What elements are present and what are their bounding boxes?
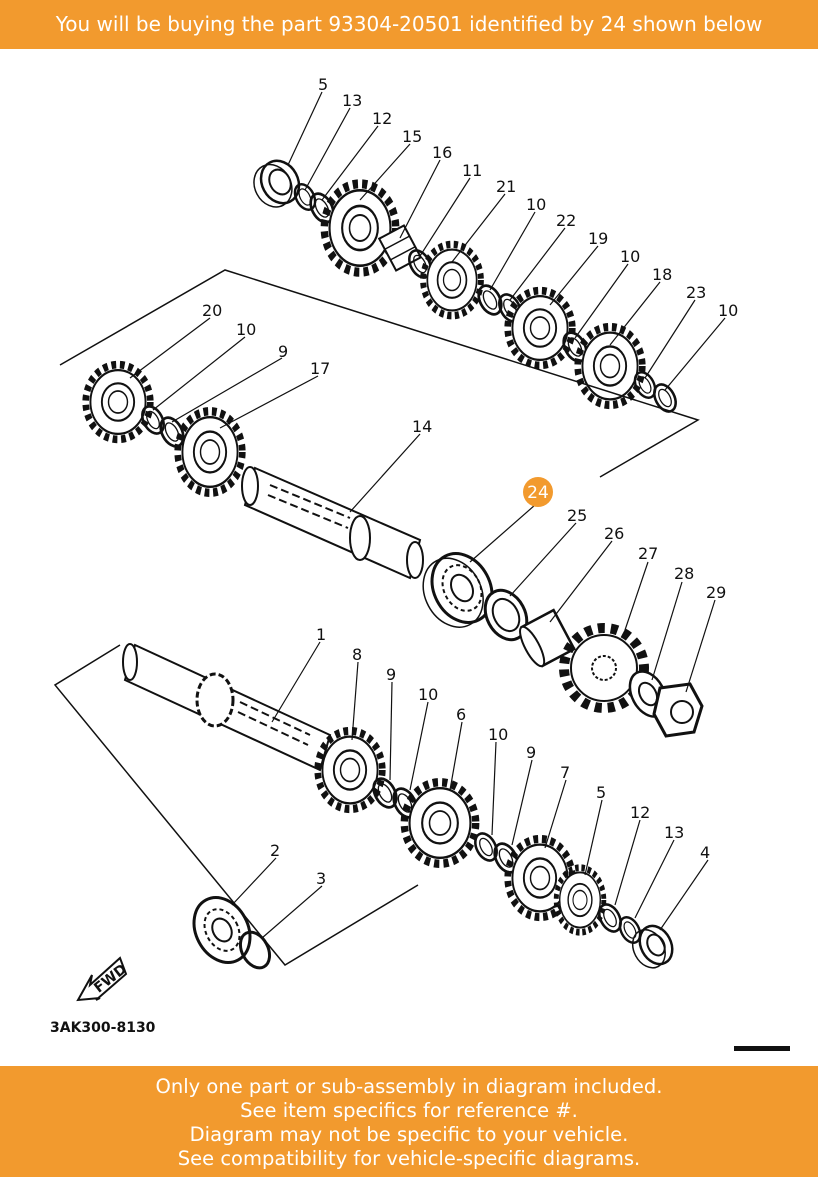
callout-13a: 13 [342, 91, 362, 110]
callout-26: 26 [604, 524, 624, 543]
exploded-frame-upper [59, 269, 700, 478]
callout-5a: 5 [318, 75, 328, 94]
header-banner: You will be buying the part 93304-20501 … [0, 0, 818, 49]
callout-23: 23 [686, 283, 706, 302]
callout-9a: 9 [278, 342, 288, 361]
callout-6: 6 [456, 705, 466, 724]
bearing-4 [631, 924, 674, 969]
footer-line-3: Diagram may not be specific to your vehi… [189, 1123, 629, 1146]
callout-10d: 10 [236, 320, 256, 339]
callout-10c: 10 [718, 301, 738, 320]
callout-3: 3 [316, 869, 326, 888]
callout-10a: 10 [526, 195, 546, 214]
callout-5b: 5 [596, 783, 606, 802]
axle-14 [241, 466, 424, 580]
callout-19: 19 [588, 229, 608, 248]
scale-bar [734, 1046, 790, 1051]
gear-18 [578, 327, 643, 405]
callout-28: 28 [674, 564, 694, 583]
callout-14: 14 [412, 417, 432, 436]
upper-gear-group [253, 159, 682, 417]
gear-6 [404, 782, 475, 864]
nut-29 [652, 682, 704, 738]
callout-7: 7 [560, 763, 570, 782]
callout-20: 20 [202, 301, 222, 320]
seal-25 [483, 588, 529, 642]
highlight-marker-24[interactable]: 24 [523, 477, 553, 507]
callout-12b: 12 [630, 803, 650, 822]
bearing-24 [422, 552, 494, 628]
bearing-2 [192, 896, 252, 964]
callout-9b: 9 [386, 665, 396, 684]
gear-17 [178, 411, 243, 493]
leader-lines [129, 91, 726, 939]
callout-21: 21 [496, 177, 516, 196]
callout-10b: 10 [620, 247, 640, 266]
callout-1: 1 [316, 625, 326, 644]
highlight-circle [523, 477, 553, 507]
callout-10f: 10 [488, 725, 508, 744]
callout-15: 15 [402, 127, 422, 146]
lower-gear-group [122, 643, 674, 970]
callout-10e: 10 [418, 685, 438, 704]
exploded-frame-lower [53, 644, 419, 966]
callout-12a: 12 [372, 109, 392, 128]
highlight-label: 24 [527, 483, 549, 503]
gear-20 [86, 365, 151, 440]
fwd-arrow-icon: FWD [76, 956, 130, 1002]
callout-11: 11 [462, 161, 482, 180]
callout-17: 17 [310, 359, 330, 378]
sprocket-27 [559, 623, 649, 713]
footer-line-2: See item specifics for reference #. [240, 1099, 578, 1122]
callout-27: 27 [638, 544, 658, 563]
gear-15 [324, 184, 395, 272]
circlip-3 [238, 930, 272, 970]
footer-line-4: See compatibility for vehicle-specific d… [177, 1147, 641, 1170]
footer-banner: Only one part or sub-assembly in diagram… [0, 1066, 818, 1177]
middle-gear-group [86, 365, 704, 738]
footer-line-1: Only one part or sub-assembly in diagram… [155, 1075, 663, 1098]
callout-2: 2 [270, 841, 280, 860]
main-axle-1 [122, 643, 332, 772]
callout-22: 22 [556, 211, 576, 230]
callout-8: 8 [352, 645, 362, 664]
parts-diagram: 5 13 12 15 16 11 21 10 22 19 10 18 23 10… [50, 75, 790, 1051]
gear-21 [423, 244, 481, 315]
callout-18: 18 [652, 265, 672, 284]
callout-9c: 9 [526, 743, 536, 762]
diagram-code: 3AK300-8130 [50, 1020, 156, 1036]
callout-16: 16 [432, 143, 452, 162]
callout-4: 4 [700, 843, 710, 862]
callout-labels: 5 13 12 15 16 11 21 10 22 19 10 18 23 10… [202, 75, 738, 888]
callout-25: 25 [567, 506, 587, 525]
callout-13b: 13 [664, 823, 684, 842]
callout-29: 29 [706, 583, 726, 602]
header-text: You will be buying the part 93304-20501 … [55, 12, 763, 36]
collar-26 [519, 608, 576, 668]
bearing-5 [253, 159, 301, 208]
